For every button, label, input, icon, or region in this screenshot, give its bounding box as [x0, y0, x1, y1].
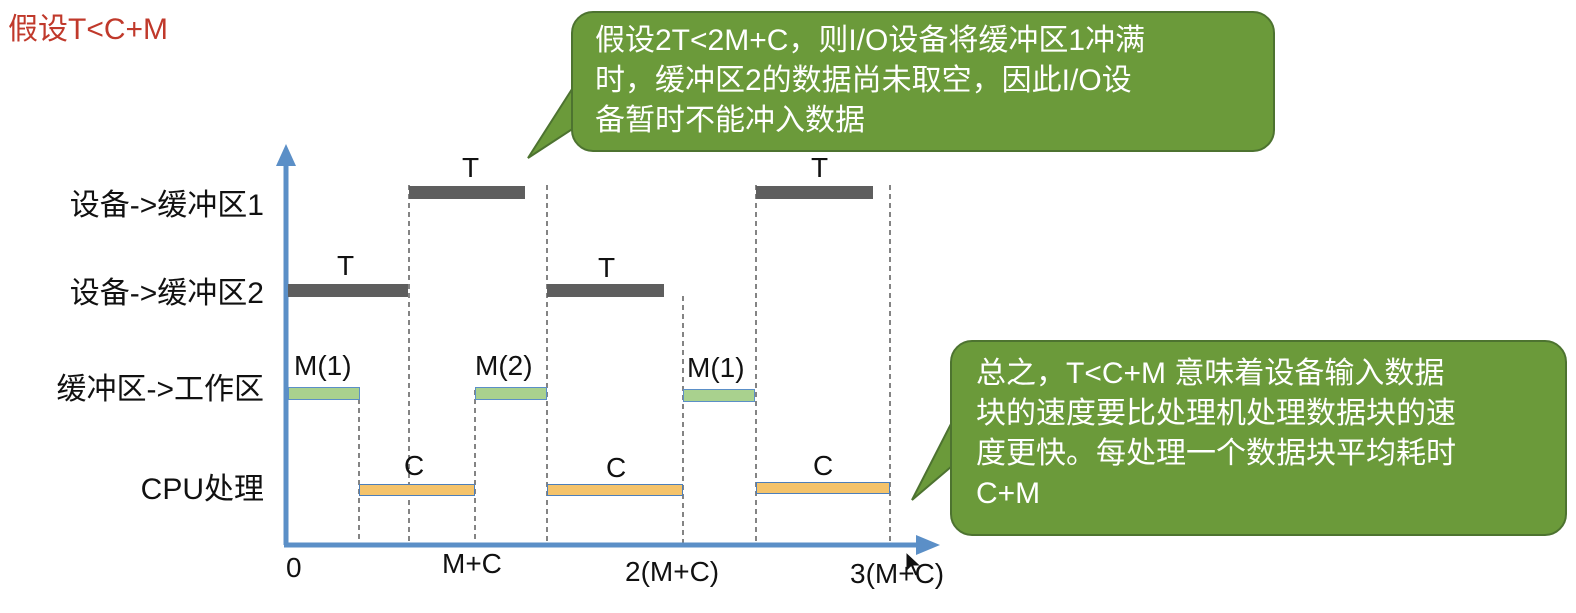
bar-label-t: T	[462, 152, 480, 183]
bar-label-c: C	[813, 450, 834, 481]
callout-bottom: 总之，T<C+M 意味着设备输入数据 块的速度要比处理机处理数据块的速 度更快。…	[950, 340, 1567, 536]
bar-label-t: T	[598, 252, 616, 283]
callout-bottom-line: 块的速度要比处理机处理数据块的速	[976, 397, 1456, 430]
bar-label-m: M(1)	[687, 352, 745, 383]
callout-bottom-line: 度更快。每处理一个数据块平均耗时	[976, 437, 1456, 470]
bar-device-buffer1	[756, 186, 873, 199]
callout-bottom-line: C+M	[976, 477, 1041, 510]
bar-cpu	[359, 484, 475, 496]
row-label-cpu: CPU处理	[140, 473, 264, 506]
bar-label-t: T	[337, 250, 355, 281]
callout-top-line: 时，缓冲区2的数据尚未取空，因此I/O设	[595, 64, 1132, 97]
axis-tick-label: 0	[286, 552, 302, 583]
x-axis-arrow-icon	[916, 535, 940, 555]
axis-tick-label: 3(M+C)	[850, 558, 945, 589]
bar-label-c: C	[404, 450, 425, 481]
row-label-buffer-workarea: 缓冲区->工作区	[56, 373, 264, 406]
bar-device-buffer2	[547, 284, 664, 297]
axis-tick-label: M+C	[442, 548, 502, 579]
row-label-device-buffer2: 设备->缓冲区2	[69, 277, 264, 310]
bar-device-buffer1	[409, 186, 525, 199]
callout-top: 假设2T<2M+C，则I/O设备将缓冲区1冲满 时，缓冲区2的数据尚未取空，因此…	[571, 11, 1275, 152]
bar-label-c: C	[606, 452, 627, 483]
callout-top-line: 备暂时不能冲入数据	[595, 104, 865, 137]
axis-tick-label: 2(M+C)	[625, 556, 720, 587]
bar-buffer-workarea	[683, 389, 755, 402]
bar-cpu	[756, 482, 890, 494]
page-title: 假设T<C+M	[8, 13, 169, 46]
cursor-icon	[905, 550, 923, 577]
bar-cpu	[547, 484, 683, 496]
callout-top-tail	[527, 82, 575, 159]
y-axis-arrow-icon	[276, 144, 296, 166]
bar-label-t: T	[811, 152, 829, 183]
bar-label-m: M(2)	[475, 350, 533, 381]
row-label-device-buffer1: 设备->缓冲区1	[69, 189, 264, 222]
bar-buffer-workarea	[475, 387, 547, 400]
bar-buffer-workarea	[288, 387, 360, 400]
bar-label-m: M(1)	[294, 350, 352, 381]
callout-bottom-line: 总之，T<C+M 意味着设备输入数据	[976, 357, 1445, 390]
callout-bottom-tail	[911, 421, 953, 501]
callout-top-line: 假设2T<2M+C，则I/O设备将缓冲区1冲满	[595, 24, 1146, 57]
bar-device-buffer2	[288, 284, 408, 297]
